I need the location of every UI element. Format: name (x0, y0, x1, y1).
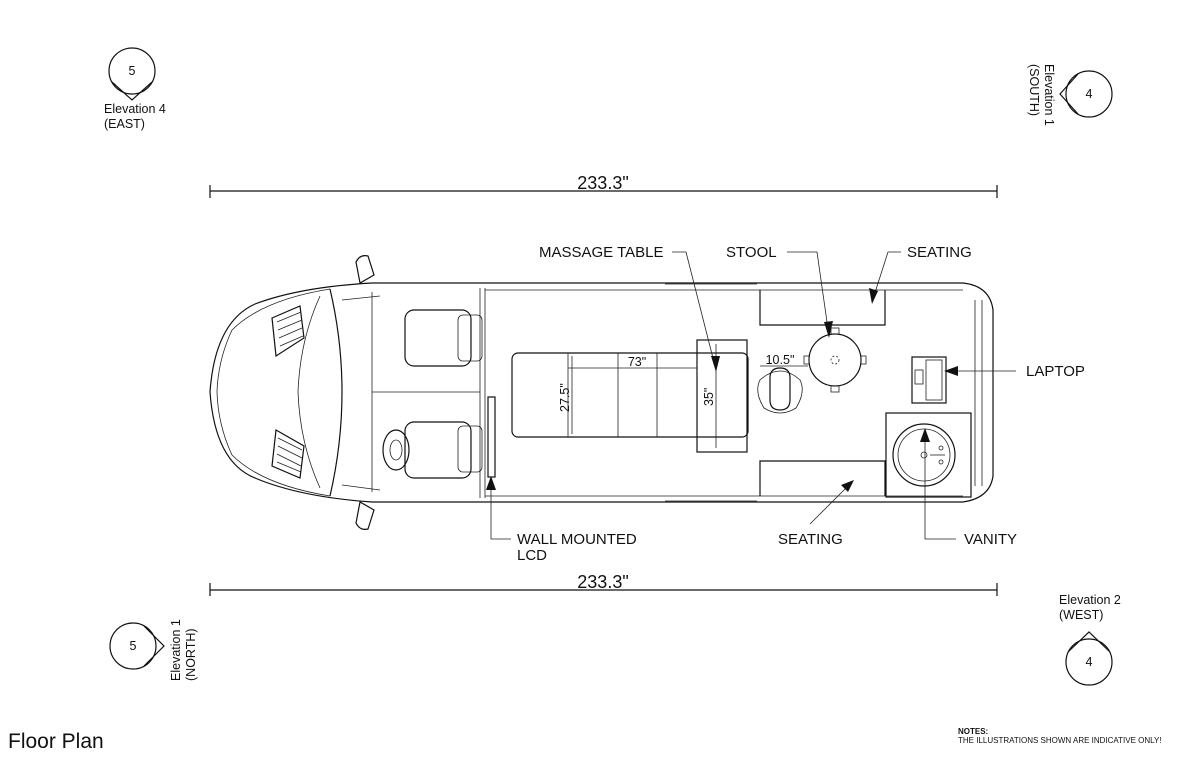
lcd-label-line1: WALL MOUNTED (517, 531, 637, 548)
dimension-bottom: 233.3" (209, 572, 998, 596)
elevation-number: 4 (1086, 655, 1093, 669)
passenger-seat (404, 421, 483, 479)
dimension-top: 233.3" (209, 173, 998, 198)
callout-laptop: LAPTOP (944, 363, 1085, 380)
elevation-direction: (NORTH) (184, 628, 198, 681)
table-head-text: 35" (702, 388, 716, 406)
stool-gap-text: 10.5" (766, 353, 795, 367)
seating-bottom-label: SEATING (778, 531, 843, 548)
massage-table (511, 339, 803, 453)
elevation-label: Elevation 4 (104, 102, 166, 116)
notes-heading: NOTES: (958, 727, 989, 736)
table-width-text: 27.5" (558, 383, 572, 412)
headlight-grille-bottom (271, 429, 305, 479)
elevation-marker-west: 4 Elevation 2 (WEST) (1059, 593, 1121, 686)
dimension-bottom-text: 233.3" (577, 572, 628, 592)
seating-bottom (759, 460, 886, 496)
callout-seating-bottom: SEATING (778, 480, 854, 548)
vanity-label: VANITY (964, 531, 1017, 548)
stool-label: STOOL (726, 244, 777, 261)
laptop (911, 356, 947, 404)
elevation-number: 5 (129, 64, 136, 78)
callout-stool: STOOL (726, 244, 833, 338)
van-body (209, 255, 994, 530)
lcd-label-line2: LCD (517, 547, 547, 564)
steering-wheel (382, 429, 410, 471)
headlight-grille-top (271, 305, 305, 358)
elevation-direction: (SOUTH) (1027, 64, 1041, 116)
seating-top-label: SEATING (907, 244, 972, 261)
elevation-direction: (WEST) (1059, 608, 1103, 622)
callout-vanity: VANITY (920, 428, 1017, 548)
callout-lcd: WALL MOUNTED LCD (486, 476, 637, 564)
laptop-label: LAPTOP (1026, 363, 1085, 380)
wall-mounted-lcd (487, 396, 496, 478)
callout-seating-top: SEATING (869, 244, 972, 304)
vanity (885, 412, 972, 498)
stool (803, 327, 867, 393)
table-length-text: 73" (628, 355, 646, 369)
elevation-marker-south: 4 Elevation 1 (SOUTH) (1027, 64, 1113, 126)
massage-table-label: MASSAGE TABLE (539, 244, 664, 261)
elevation-label: Elevation 1 (169, 619, 183, 681)
seating-top (759, 290, 886, 326)
elevation-marker-east: 5 Elevation 4 (EAST) (104, 47, 166, 131)
elevation-label: Elevation 1 (1042, 64, 1056, 126)
elevation-number: 5 (130, 639, 137, 653)
dimension-top-text: 233.3" (577, 173, 628, 193)
elevation-marker-north: 5 Elevation 1 (NORTH) (109, 619, 198, 681)
table-dimensions: 73" 27.5" 35" 10.5" (558, 344, 808, 448)
elevation-label: Elevation 2 (1059, 593, 1121, 607)
page-title: Floor Plan (8, 730, 104, 753)
elevation-number: 4 (1086, 87, 1093, 101)
notes-text: THE ILLUSTRATIONS SHOWN ARE INDICATIVE O… (958, 736, 1162, 745)
elevation-direction: (EAST) (104, 117, 145, 131)
notes: NOTES: THE ILLUSTRATIONS SHOWN ARE INDIC… (958, 727, 1193, 745)
driver-seat (404, 309, 483, 367)
callout-massage-table: MASSAGE TABLE (539, 244, 720, 372)
